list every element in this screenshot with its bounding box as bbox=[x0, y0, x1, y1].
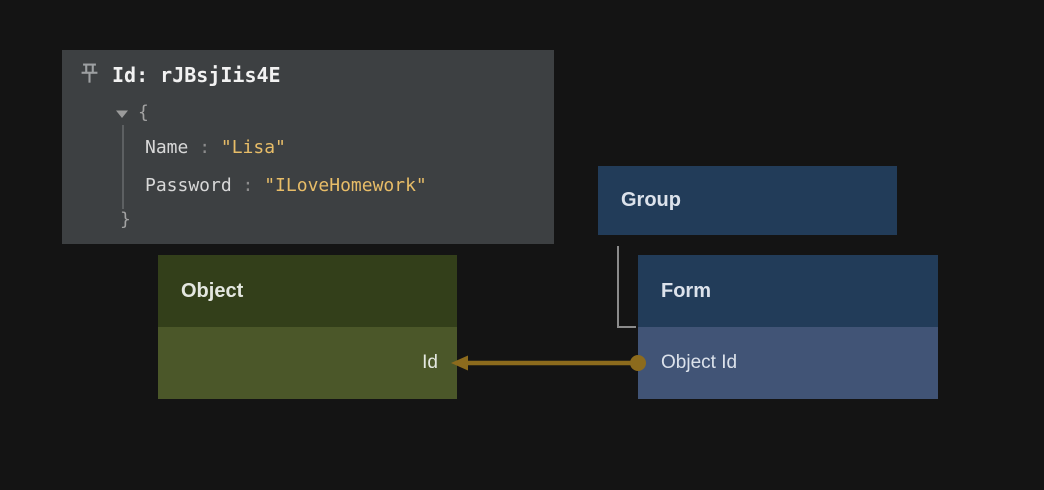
group-node-title: Group bbox=[621, 189, 681, 211]
json-colon: : bbox=[231, 175, 265, 196]
json-value: "Lisa" bbox=[220, 137, 286, 158]
form-node-title: Form bbox=[661, 279, 711, 302]
object-node: Object Id bbox=[158, 255, 457, 399]
json-close-brace: } bbox=[120, 209, 131, 230]
group-node-header[interactable]: Group bbox=[598, 166, 897, 235]
json-colon: : bbox=[188, 137, 221, 158]
json-field-name: Name : "Lisa" bbox=[145, 136, 286, 160]
form-node-header[interactable]: Form bbox=[638, 255, 938, 327]
json-field-password: Password : "ILoveHomework" bbox=[145, 174, 427, 198]
json-open-brace: { bbox=[138, 102, 149, 123]
reference-edge[interactable] bbox=[451, 355, 646, 371]
form-field-object-id[interactable]: Object Id bbox=[638, 327, 938, 399]
json-value: "ILoveHomework" bbox=[264, 175, 427, 196]
pin-icon[interactable] bbox=[79, 62, 100, 87]
tree-guide-line bbox=[122, 125, 124, 209]
form-node: Form Object Id bbox=[638, 255, 938, 399]
json-key: Password bbox=[145, 175, 232, 196]
object-node-title: Object bbox=[181, 279, 244, 302]
field-label: Object Id bbox=[661, 352, 738, 373]
field-label: Id bbox=[422, 352, 438, 373]
tooltip-title: Id: rJBsjIis4E bbox=[112, 63, 281, 87]
object-field-id[interactable]: Id bbox=[158, 327, 457, 399]
object-node-header[interactable]: Object bbox=[158, 255, 457, 327]
collapse-arrow-icon[interactable] bbox=[115, 109, 129, 119]
group-node[interactable]: Group bbox=[598, 166, 897, 235]
json-key: Name bbox=[145, 137, 189, 158]
pinned-tooltip: Id: rJBsjIis4E { Name : "Lisa" Password … bbox=[62, 50, 554, 244]
hierarchy-connector bbox=[617, 246, 636, 328]
